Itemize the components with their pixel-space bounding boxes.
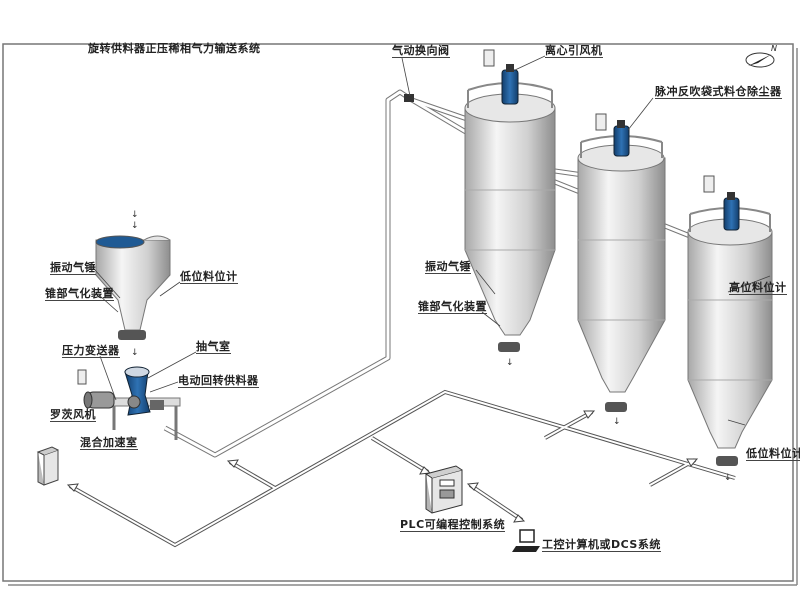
label-rotary-feeder: 电动回转供料器 — [178, 374, 259, 388]
signal-arrowheads — [66, 410, 699, 523]
roots-blower — [77, 369, 115, 409]
label-centrifugal-fan: 离心引风机 — [545, 44, 603, 58]
feed-hopper: ↓ ↓ ↓ — [95, 210, 171, 358]
label-plc-system: PLC可编程控制系统 — [400, 518, 506, 532]
silo-3: ↓ — [687, 175, 773, 483]
computer-icon — [512, 529, 540, 552]
compass-icon — [745, 52, 775, 68]
label-low-level-left: 低位料位计 — [180, 270, 238, 284]
pneumatic-diverter-valve — [404, 94, 414, 102]
svg-text:↓: ↓ — [131, 210, 139, 220]
label-pulse-dust-collector: 脉冲反吹袋式料仓除尘器 — [655, 85, 782, 99]
leader-lines — [94, 55, 771, 426]
svg-text:↓: ↓ — [131, 221, 139, 231]
plc-cabinet — [424, 465, 463, 514]
label-cone-aeration-silo: 锥部气化装置 — [418, 300, 487, 314]
label-pneumatic-valve: 气动换向阀 — [392, 44, 450, 58]
svg-text:↓: ↓ — [724, 473, 732, 483]
svg-text:↓: ↓ — [131, 348, 139, 358]
label-pressure-transmitter: 压力变送器 — [62, 344, 120, 358]
local-control-cabinet — [36, 446, 59, 486]
svg-text:↓: ↓ — [613, 417, 621, 427]
label-cone-aeration-left: 锥部气化装置 — [45, 287, 114, 301]
diagram-frame — [2, 43, 794, 582]
label-low-level-silo: 低位料位计 — [746, 447, 800, 461]
rotary-feeder — [109, 366, 181, 440]
label-roots-blower: 罗茨风机 — [50, 408, 96, 422]
label-vibrator-silo: 振动气锤 — [425, 260, 471, 274]
silo-1: ↓ — [464, 49, 556, 368]
silo-2: ↓ — [577, 113, 666, 427]
diagram-title: 旋转供料器正压稀相气力输送系统 — [88, 42, 261, 55]
label-air-extraction-chamber: 抽气室 — [196, 340, 231, 354]
compass-north-label: N — [771, 44, 778, 53]
label-dcs-system: 工控计算机或DCS系统 — [542, 538, 661, 552]
label-vibrator-left: 振动气锤 — [50, 261, 96, 275]
label-mixing-chamber: 混合加速室 — [80, 436, 138, 450]
label-high-level: 高位料位计 — [729, 281, 787, 295]
svg-text:↓: ↓ — [506, 358, 514, 368]
